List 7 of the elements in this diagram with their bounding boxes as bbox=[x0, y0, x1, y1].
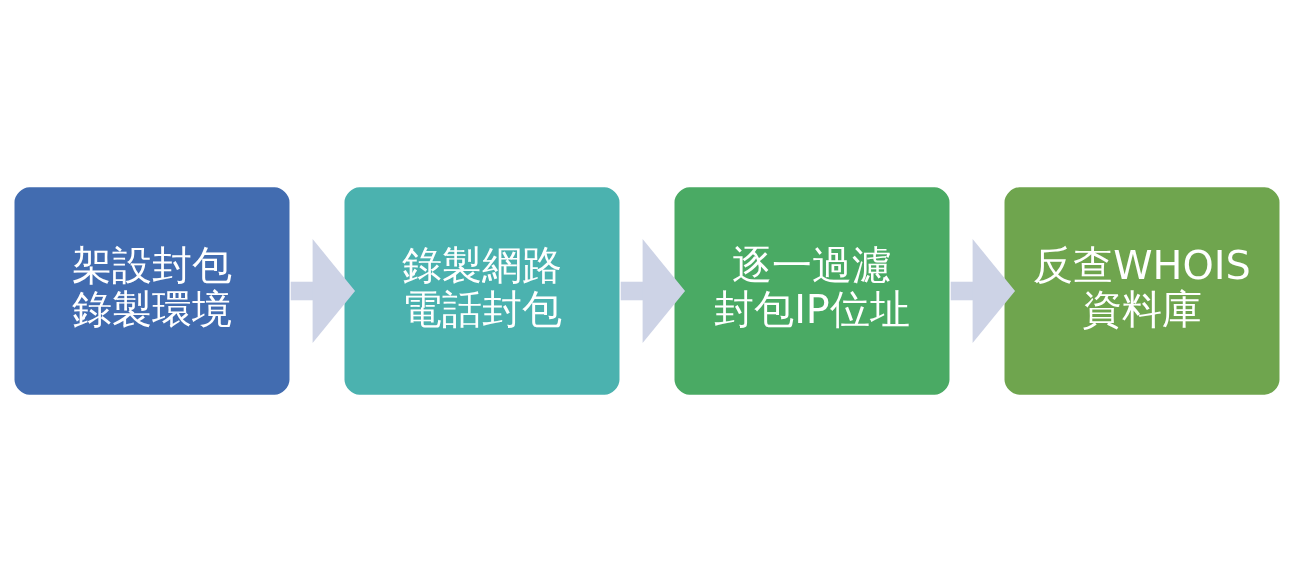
arrow bbox=[950, 238, 1016, 343]
arrow bbox=[620, 238, 686, 343]
node-box: 逐一過濾封包IP位址 bbox=[672, 184, 952, 397]
arrow bbox=[290, 238, 356, 343]
node-box: 反查WHOIS資料庫 bbox=[1002, 184, 1282, 397]
node-box: 錄製網路電話封包 bbox=[342, 184, 622, 397]
node-box: 架設封包錄製環境 bbox=[12, 184, 292, 397]
